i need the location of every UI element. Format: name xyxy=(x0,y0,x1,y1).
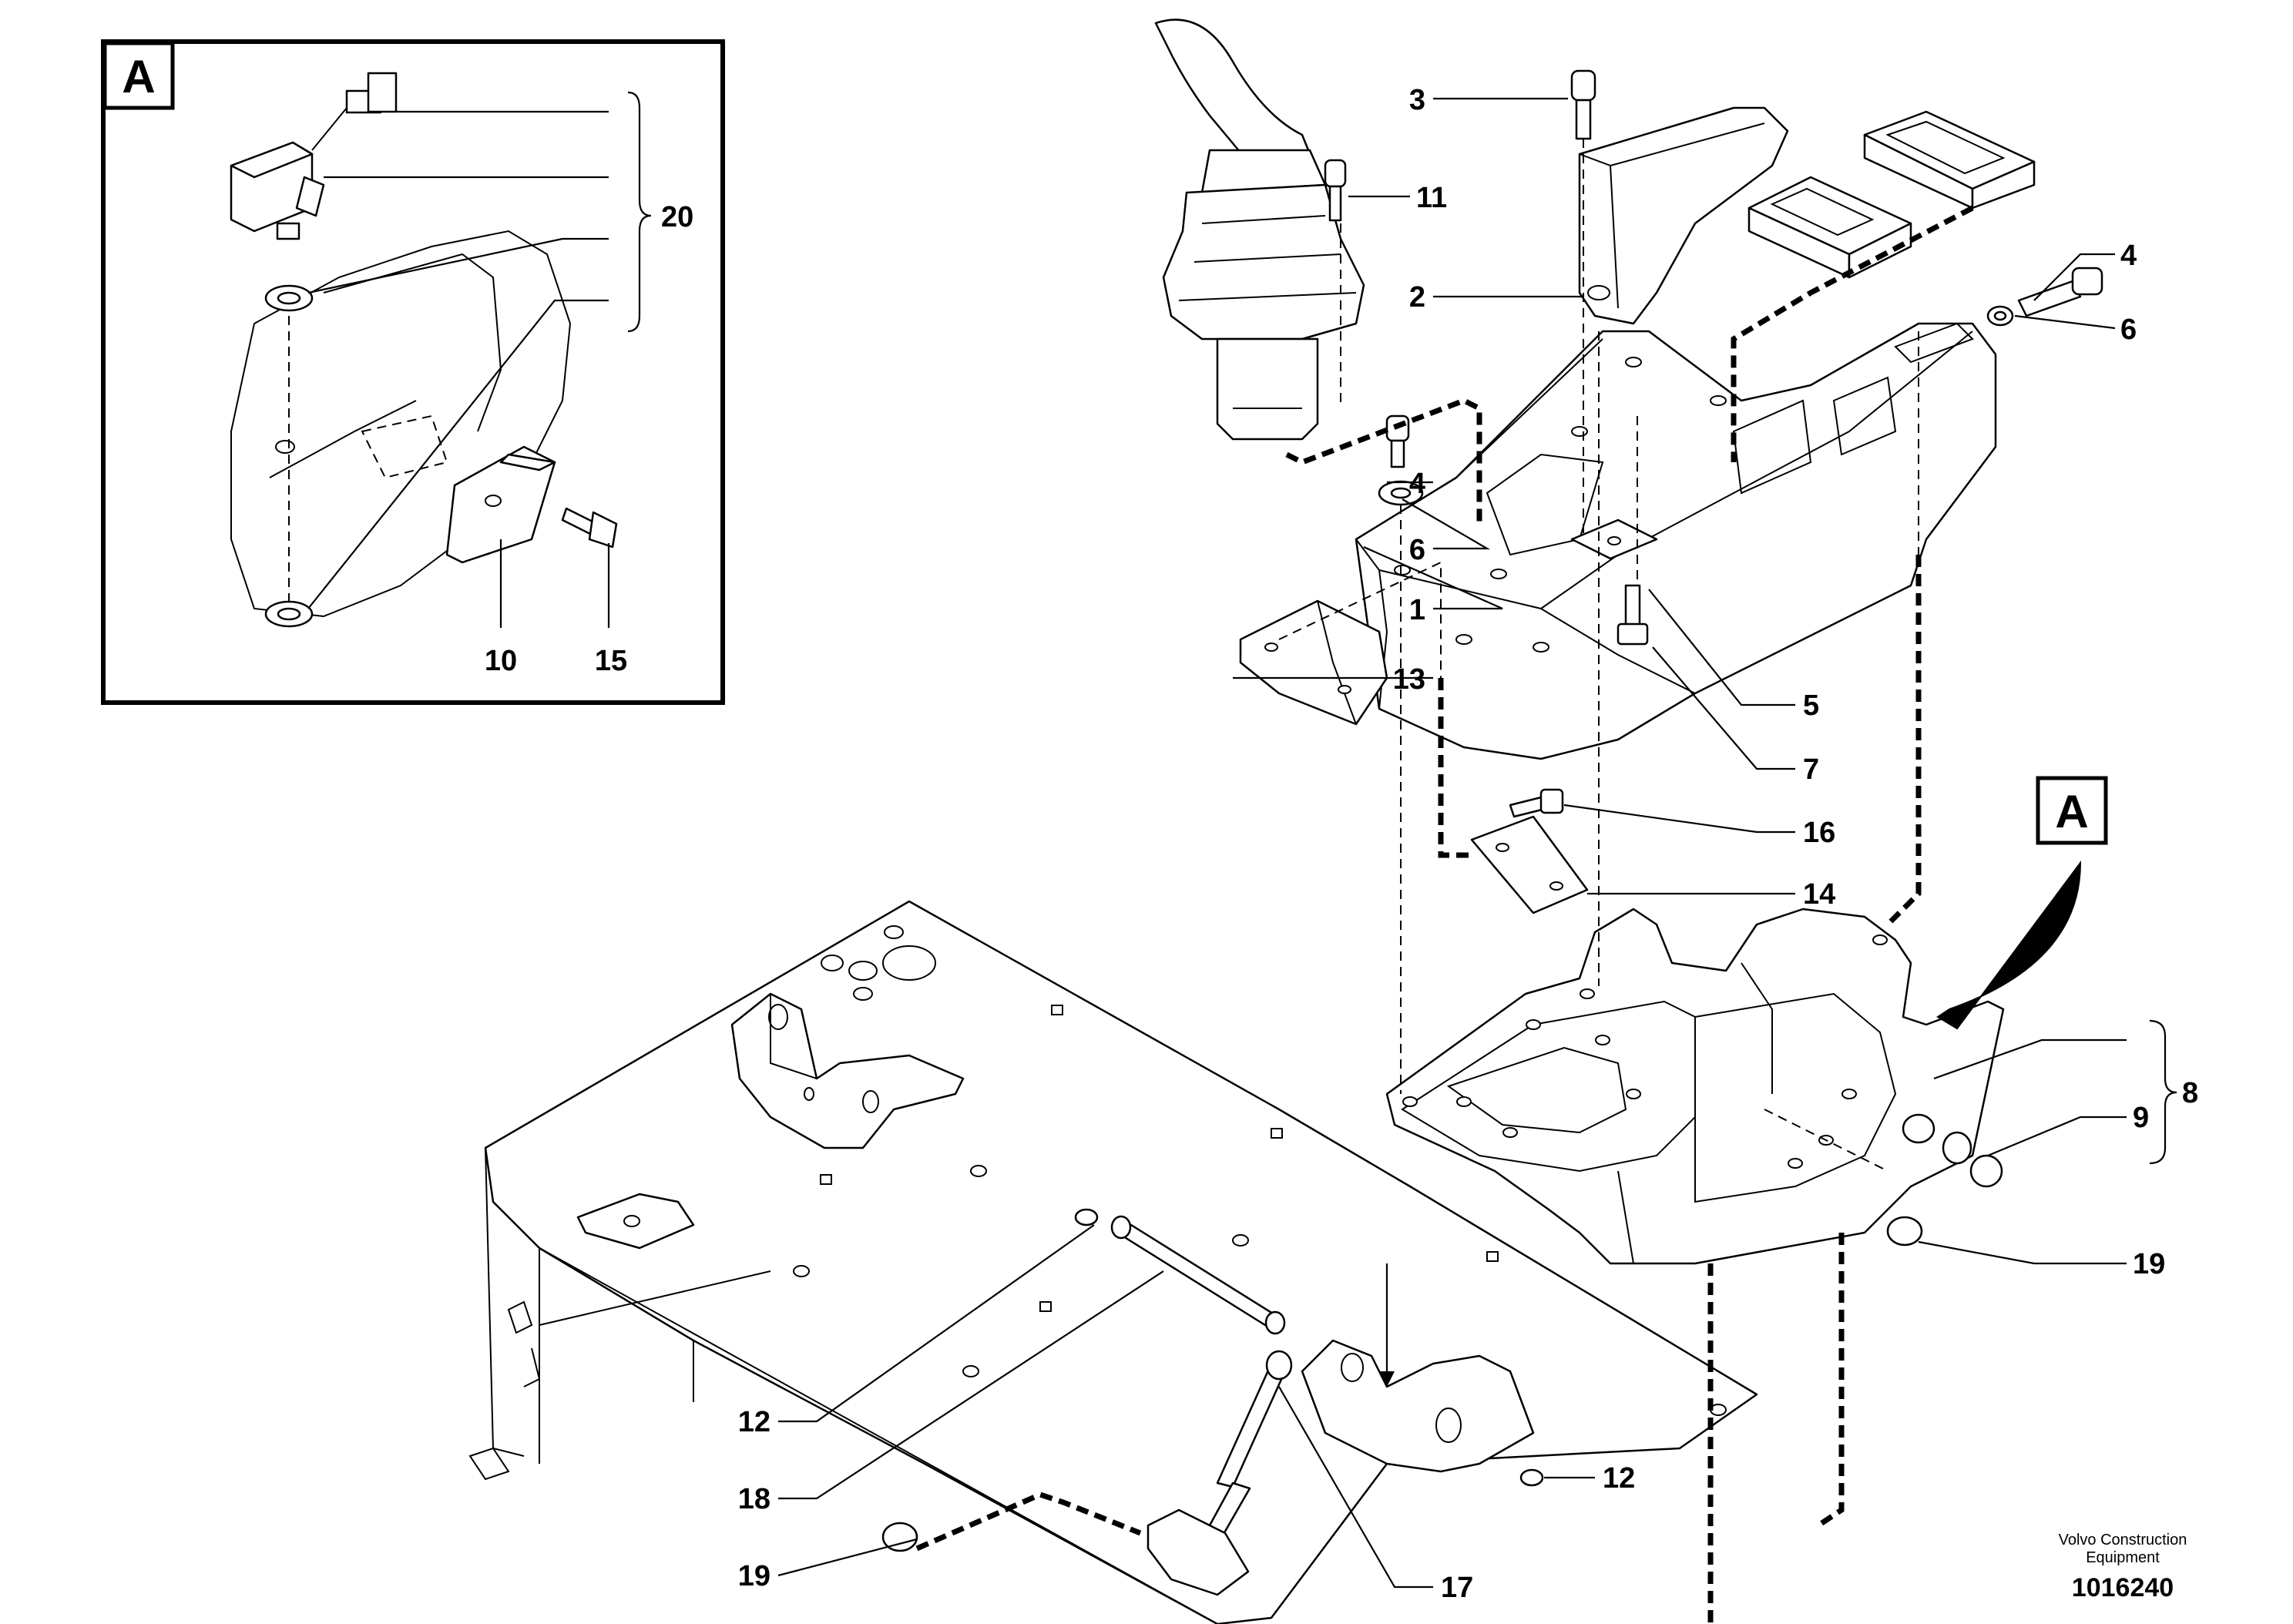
callout-3: 3 xyxy=(1409,84,1425,116)
callout-6-left: 6 xyxy=(1409,534,1425,566)
brand-line-2: Equipment xyxy=(2086,1549,2160,1566)
screw-icon xyxy=(1324,159,1347,222)
callout-12-right: 12 xyxy=(1603,1462,1635,1495)
callout-5: 5 xyxy=(1803,690,1819,722)
switch-panel-icon xyxy=(1747,110,2036,279)
callout-18: 18 xyxy=(738,1483,770,1515)
base-frame-icon xyxy=(468,900,1758,1624)
document-number: 1016240 xyxy=(2072,1573,2174,1602)
callout-20: 20 xyxy=(661,201,693,233)
detail-a-pointer-label: A xyxy=(2055,786,2088,837)
control-console-icon xyxy=(1355,322,1997,760)
callout-17: 17 xyxy=(1441,1572,1473,1604)
nut-icon xyxy=(881,1522,918,1552)
detail-a-pointer: A xyxy=(2036,776,2108,845)
detail-bolt xyxy=(561,507,618,549)
bushing-icon xyxy=(1942,1131,2003,1188)
callout-19-left: 19 xyxy=(738,1560,770,1592)
callout-8: 8 xyxy=(2182,1077,2198,1109)
sensor-icon xyxy=(230,72,398,240)
bolt-icon xyxy=(1509,788,1564,818)
detail-a-frame: A xyxy=(101,39,725,705)
detail-a-label: A xyxy=(122,51,155,102)
callout-10: 10 xyxy=(485,645,517,677)
callout-7: 7 xyxy=(1803,753,1819,786)
callout-13: 13 xyxy=(1393,663,1425,696)
callout-4-right: 4 xyxy=(2120,240,2137,272)
armrest-icon xyxy=(1578,106,1789,325)
callout-14: 14 xyxy=(1803,878,1835,911)
nut-icon xyxy=(1886,1216,1923,1247)
callout-1: 1 xyxy=(1409,594,1425,626)
screw-icon xyxy=(1570,69,1596,140)
callout-15: 15 xyxy=(595,645,627,677)
callout-9: 9 xyxy=(2133,1102,2149,1134)
callout-2: 2 xyxy=(1409,281,1425,314)
callout-19-right: 19 xyxy=(2133,1248,2165,1280)
callout-6-right: 6 xyxy=(2120,314,2137,346)
callout-11: 11 xyxy=(1416,182,1447,214)
pin-icon xyxy=(1110,1215,1286,1335)
cover-icon xyxy=(1239,599,1388,726)
brand-line-1: Volvo Construction xyxy=(2059,1532,2187,1549)
joystick-icon xyxy=(1154,18,1365,441)
callout-16: 16 xyxy=(1803,817,1835,849)
detail-plate xyxy=(445,445,556,564)
bolt-icon xyxy=(1617,584,1649,646)
callout-4-left: 4 xyxy=(1409,468,1425,500)
callout-12-left: 12 xyxy=(738,1406,770,1438)
bracket-icon xyxy=(1385,908,2005,1265)
screw-icon xyxy=(2017,267,2103,317)
